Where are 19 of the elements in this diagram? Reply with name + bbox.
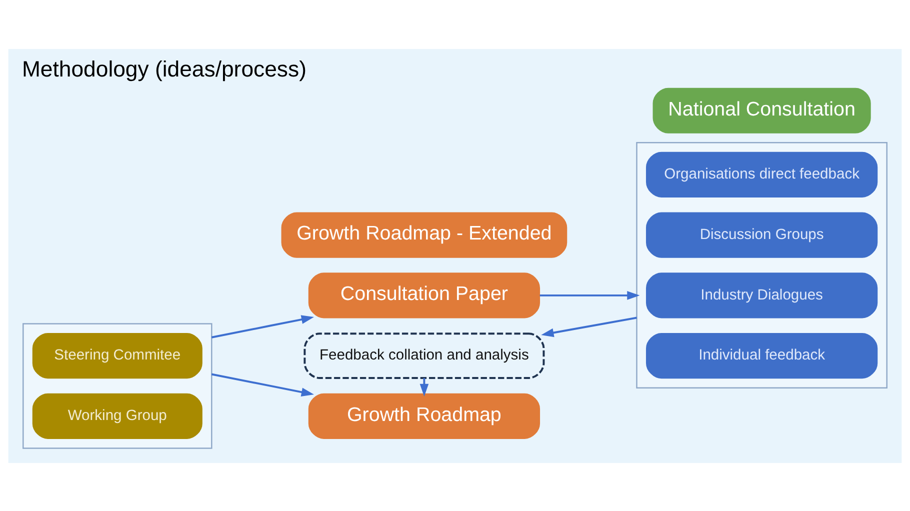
- arrow: [540, 290, 640, 300]
- arrow: [211, 372, 314, 396]
- node-box: Growth Roadmap - Extended: [281, 212, 568, 258]
- node-box: Discussion Groups: [646, 212, 878, 258]
- cluster: [22, 322, 212, 448]
- node-box: Growth Roadmap: [308, 392, 540, 438]
- node-box: Feedback collation and analysis: [304, 332, 545, 378]
- node-box: National Consultation: [652, 87, 871, 133]
- node-box: Industry Dialogues: [646, 272, 878, 318]
- cluster: [636, 142, 888, 388]
- diagram-title: Methodology (ideas/process): [22, 56, 306, 82]
- node-box: Organisations direct feedback: [646, 151, 878, 197]
- node-box: Individual feedback: [646, 332, 878, 378]
- arrow: [420, 378, 429, 396]
- arrow: [211, 314, 314, 338]
- node-box: Steering Commitee: [32, 332, 202, 378]
- node-box: Working Group: [32, 392, 202, 438]
- node-box: Consultation Paper: [308, 272, 540, 318]
- arrow: [541, 316, 637, 337]
